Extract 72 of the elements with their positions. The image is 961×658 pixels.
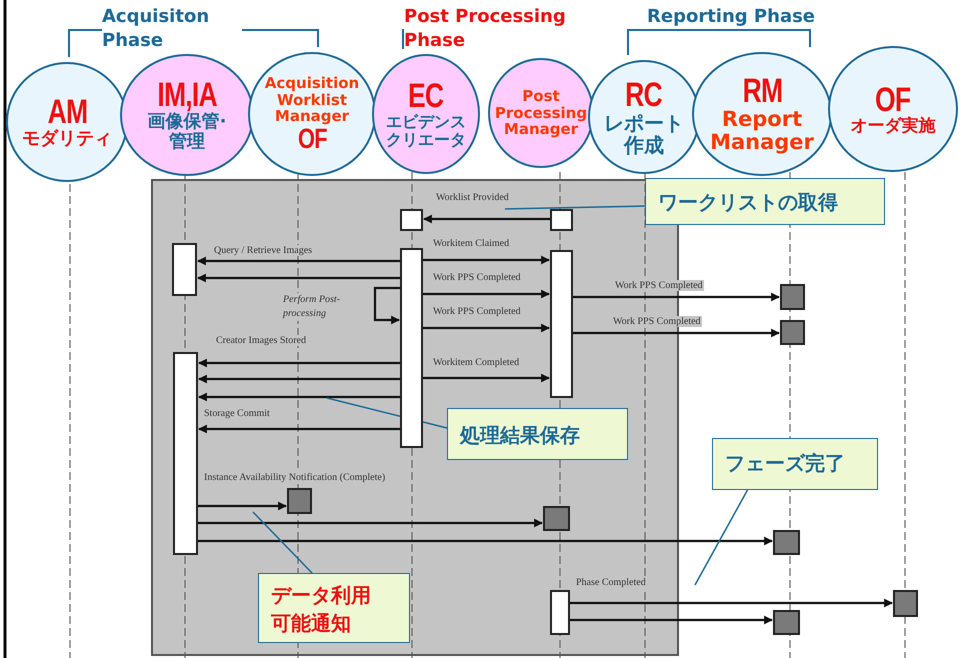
phase-label: Reporting Phase <box>647 5 816 29</box>
message-arrow <box>423 256 550 264</box>
actor-code: OF <box>875 82 911 117</box>
actor-name: モダリティ <box>22 129 112 149</box>
actor-code: IM,IA <box>157 78 217 112</box>
edge-label: Work PPS Completed <box>432 306 522 317</box>
message-arrow <box>198 392 400 402</box>
actor-name: オーダ実施 <box>850 116 936 136</box>
edge-label: Work PPS Completed <box>612 316 702 327</box>
message-arrow <box>198 358 400 368</box>
endpoint-square <box>780 284 805 310</box>
actor-name: 画像保管·管理 <box>146 112 228 152</box>
callout-text: データ利用可能通知 <box>271 582 372 637</box>
actor-code: EC <box>408 79 444 114</box>
message-arrow <box>423 374 550 382</box>
actor-name: Acquisition Worklist Manager <box>264 75 360 125</box>
edge-label: Storage Commit <box>203 408 271 419</box>
endpoint-square <box>773 530 800 555</box>
actor-name: エビデンスクリエータ <box>385 113 467 149</box>
leader-line <box>252 511 313 574</box>
endpoint-square <box>543 506 570 531</box>
leader-line <box>694 490 748 586</box>
activation-bar <box>173 352 198 555</box>
message-arrow <box>198 424 400 434</box>
edge-label: Phase Completed <box>575 577 647 588</box>
edge-label: Workitem Claimed <box>432 238 510 249</box>
actor-code: AM <box>47 95 87 130</box>
activation-bar <box>550 209 573 231</box>
edge-label: Instance Availability Notification (Complete) <box>203 472 386 483</box>
message-arrow <box>198 536 773 546</box>
endpoint-square <box>780 320 805 345</box>
message-arrow <box>198 502 287 510</box>
activation-bar <box>400 248 423 448</box>
activation-bar <box>550 250 573 398</box>
message-arrow <box>198 518 543 528</box>
actor-name: Report Manager <box>709 108 815 154</box>
message-arrow <box>573 292 780 302</box>
message-arrow <box>197 274 400 282</box>
endpoint-square <box>287 488 312 514</box>
callout-box <box>645 178 885 225</box>
activation-bar <box>400 209 423 231</box>
message-arrow <box>423 324 550 332</box>
message-arrow <box>198 374 400 384</box>
callout-box <box>712 438 878 490</box>
edge-label: Work PPS Completed <box>432 272 522 283</box>
edge-label: Creator Images Stored <box>215 335 307 346</box>
activation-bar <box>550 590 570 635</box>
message-arrow <box>570 598 893 608</box>
activation-bar <box>172 243 197 296</box>
edge-label: Workitem Completed <box>432 357 520 368</box>
callout-text: フェーズ完了 <box>725 450 846 477</box>
actor-code: RM <box>742 74 782 108</box>
message-arrow <box>423 290 550 298</box>
message-arrow <box>570 616 773 624</box>
callout-box <box>447 408 628 460</box>
message-arrow <box>573 328 780 338</box>
edge-label: Query / Retrieve Images <box>213 245 314 256</box>
actor-name: Post Processing Manager <box>494 88 588 138</box>
endpoint-square <box>893 590 918 617</box>
edge-label: Worklist Provided <box>435 192 510 203</box>
leader-line <box>504 205 646 210</box>
actor-name: レポート作成 <box>603 112 685 156</box>
message-arrow <box>197 256 400 266</box>
edge-label: Work PPS Completed <box>614 280 704 291</box>
callout-text: ワークリストの取得 <box>658 189 839 216</box>
callout-text: 処理結果保存 <box>460 422 581 449</box>
message-arrow <box>423 214 550 224</box>
actor-code: RC <box>626 78 662 112</box>
self-message-arrow <box>374 286 400 324</box>
actor-code: OF <box>298 124 326 153</box>
callout-box <box>258 573 410 643</box>
endpoint-square <box>773 610 800 635</box>
